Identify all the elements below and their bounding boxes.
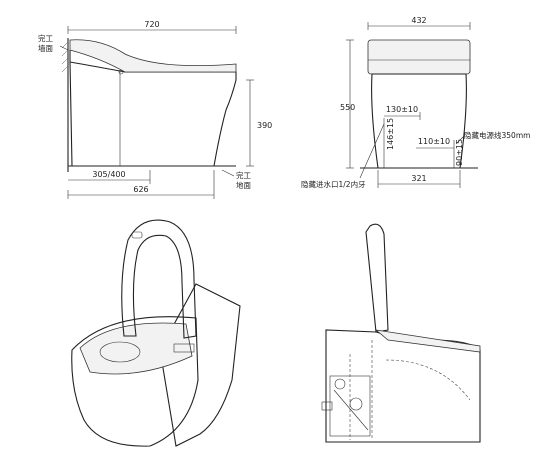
perspective-bowl-opening [99,341,141,363]
dim-label-width: 720 [144,20,159,29]
side-view: 720 390 305/400 626 完工 墙面 完工 地面 [38,20,272,199]
dim-label-power-height: 90±15 [455,139,464,166]
dim-label-rear-height: 550 [340,103,355,112]
dim-label-height: 390 [257,121,272,130]
toilet-side-lid [69,39,237,73]
wall-label-2: 墙面 [38,43,53,53]
perspective-tank [159,283,241,447]
dim-label-power-offset: 110±10 [418,137,450,146]
toilet-side-body [69,50,237,167]
floor-label-1: 完工 [236,170,251,180]
dim-label-rear-width: 432 [411,16,426,25]
wall-hatch [61,41,69,73]
section-view [321,223,481,443]
water-note: 隐藏进水口1/2内牙 [301,179,366,189]
dim-label-base-width: 321 [411,174,426,183]
lid-sensor [131,231,143,239]
section-plumbing [321,375,371,437]
section-hidden-lines [349,340,471,440]
perspective-control-panel [173,343,195,353]
dim-label-depth: 626 [133,185,148,194]
perspective-lid [121,219,197,339]
rear-view: 432 550 130±10 146±15 110±10 90±15 321 隐… [301,16,530,189]
perspective-seat [79,322,193,375]
dim-label-drain: 305/400 [92,170,125,179]
perspective-view [71,219,241,447]
wall-label-1: 完工 [38,33,53,43]
rear-lid [367,39,471,75]
section-seat [374,329,481,353]
floor-label-2: 地面 [236,180,251,190]
dim-label-water-offset: 130±10 [386,105,418,114]
power-note: 隐藏电源线350mm [464,130,530,140]
side-button [118,69,124,75]
dim-label-water-height: 146±15 [386,118,395,150]
section-lid [365,223,389,333]
